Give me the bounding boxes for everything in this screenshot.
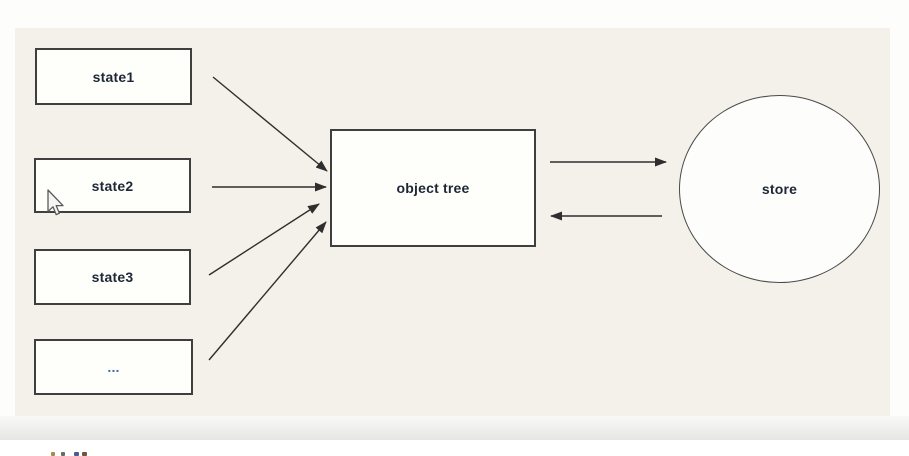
node-state3: state3 (34, 249, 191, 305)
clipped-text-fragment (61, 452, 65, 456)
clipped-text-fragment (74, 452, 79, 456)
clipped-text-fragment (51, 452, 55, 456)
page-bottom-area (0, 440, 909, 456)
node-store-label: store (761, 181, 798, 197)
node-state1-label: state1 (92, 68, 135, 85)
panel-bottom-fade (0, 416, 909, 440)
node-more-states-label: ... (107, 359, 120, 375)
node-more-states: ... (34, 339, 193, 395)
node-state2-label: state2 (91, 177, 134, 194)
node-state1: state1 (35, 48, 192, 105)
node-store: store (679, 95, 880, 283)
clipped-text-fragment (82, 452, 87, 456)
node-state2: state2 (34, 158, 191, 213)
node-state3-label: state3 (91, 269, 134, 285)
node-object-tree: object tree (330, 129, 536, 247)
node-object-tree-label: object tree (396, 180, 470, 196)
